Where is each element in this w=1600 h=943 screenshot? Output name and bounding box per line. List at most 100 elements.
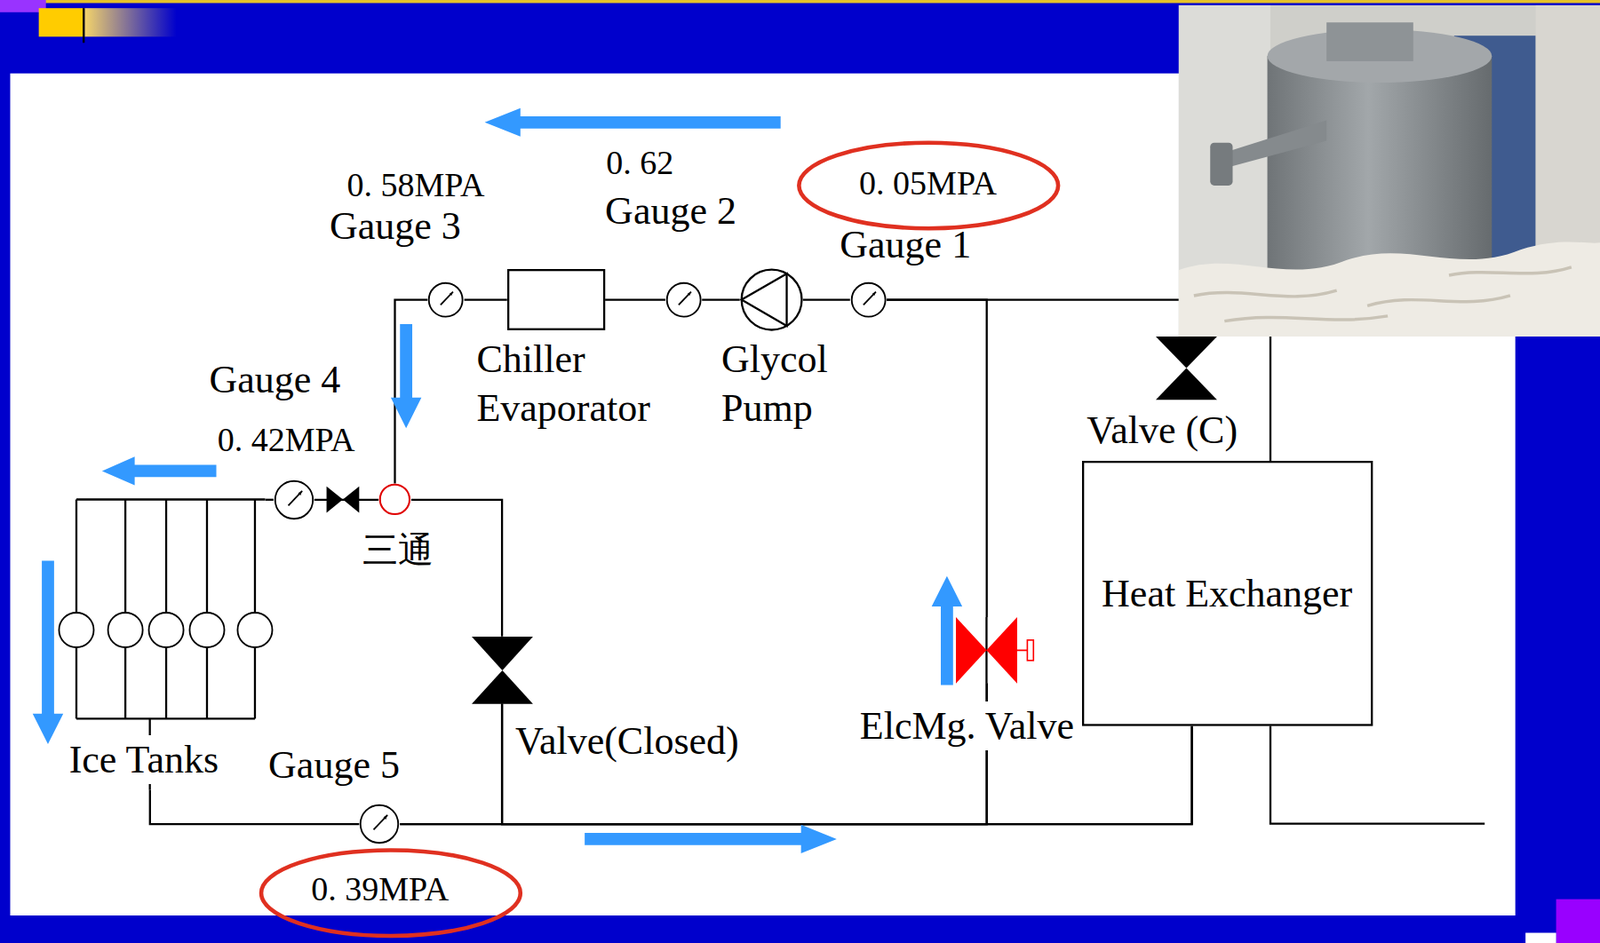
gauge-needle <box>374 815 389 831</box>
pressure-reading: 0. 42MPA <box>217 420 356 462</box>
ice-tank <box>238 612 273 648</box>
top-rule <box>0 0 1600 3</box>
tank-riser <box>206 500 208 720</box>
gauge-dial <box>429 283 463 318</box>
gauge-needle <box>863 292 876 306</box>
chiller-box: Chiller Evaporator <box>507 269 605 331</box>
valve-half <box>471 636 534 671</box>
gauge-label: Gauge 4 <box>208 355 341 405</box>
outlet-pipe <box>1270 725 1485 824</box>
gauge-label: Gauge 5 <box>268 740 400 790</box>
gauge-dial <box>360 805 399 844</box>
tee-junction-shape <box>378 483 412 517</box>
pressure-gauge-shape <box>850 281 887 319</box>
gauge-label: Gauge 3 <box>329 201 462 251</box>
valve-half <box>1155 368 1218 401</box>
highlight-ellipse <box>261 851 521 937</box>
pressure-gauge: Gauge 50. 39MPA <box>358 803 400 845</box>
valve-label: Valve (C) <box>1086 405 1238 455</box>
component-label: Chiller Evaporator <box>476 334 685 433</box>
gauge-dial <box>667 283 701 318</box>
highlight-ellipse <box>798 143 1059 229</box>
gauge-label: Gauge 2 <box>604 186 737 236</box>
valve-label: ElcMg. Valve <box>857 701 1077 751</box>
pressure-reading: 0. 39MPA <box>310 869 449 911</box>
ice-tank-bank: Ice Tanks <box>55 489 265 791</box>
pipe-line <box>150 790 359 825</box>
pressure-gauge: 0. 62Gauge 2 <box>665 281 702 319</box>
component-label: Glycol Pump <box>721 334 852 433</box>
pipe-line <box>604 299 666 302</box>
inline-valve <box>342 486 359 514</box>
valve-symbol-shape <box>471 636 534 705</box>
solenoid-valve: ElcMg. Valve <box>955 617 1036 685</box>
gauge-needle-tip <box>449 292 454 297</box>
flow-arrow <box>390 324 422 429</box>
gauge-needle <box>678 292 692 306</box>
manifold-pipe <box>76 499 265 502</box>
pressure-reading: 0. 05MPA <box>859 163 997 205</box>
chiller-box-shape <box>507 269 605 331</box>
tank-riser <box>124 500 127 720</box>
corner-square <box>1556 899 1600 943</box>
gauge-needle <box>287 491 303 507</box>
box-outline <box>508 270 605 330</box>
photo-insulation <box>1178 242 1600 337</box>
valve-half <box>955 617 987 685</box>
tee-junction: 三通 <box>378 483 412 517</box>
solenoid-valve-shape <box>955 617 1036 685</box>
flow-arrow <box>485 108 781 137</box>
tank-riser <box>165 500 168 720</box>
pump-symbol: Glycol Pump <box>740 268 804 332</box>
pipe-line <box>886 300 988 618</box>
pipe-line <box>464 299 508 302</box>
corner-square <box>39 7 86 37</box>
heat-exchanger-box: Heat Exchanger <box>1082 461 1373 727</box>
photo-wall <box>1178 5 1600 337</box>
tee-label: 三通 <box>362 528 434 572</box>
pressure-gauge: 0. 58MPAGauge 3 <box>427 281 464 319</box>
tank-riser <box>254 500 256 720</box>
flow-arrow <box>32 560 64 745</box>
pump-symbol-shape <box>740 268 804 332</box>
component-label: Heat Exchanger <box>1101 569 1353 619</box>
gauge-label: Gauge 1 <box>839 220 972 270</box>
pipe-line <box>803 299 851 302</box>
pipe-line <box>701 299 741 302</box>
gauge-needle-tip <box>383 815 389 820</box>
ice-tank <box>190 612 225 648</box>
photo-arm <box>1224 119 1327 168</box>
gauge-dial <box>851 283 886 318</box>
pressure-reading: 0. 58MPA <box>347 165 486 207</box>
pressure-gauge: 0. 05MPAGauge 1 <box>850 281 887 319</box>
photo-knob <box>1209 143 1233 186</box>
ice-tank <box>108 612 144 648</box>
corner-fade <box>84 7 176 37</box>
gauge-dial <box>275 481 313 519</box>
gauge-needle-tip <box>297 491 303 496</box>
box-outline <box>1082 461 1372 725</box>
flow-arrow <box>584 825 837 854</box>
photo-lid <box>1326 22 1414 62</box>
pressure-gauge-shape <box>427 281 464 319</box>
component-label: Ice Tanks <box>66 735 222 785</box>
pressure-gauge-shape <box>665 281 702 319</box>
pump-casing <box>740 270 802 331</box>
gauge-needle-tip <box>687 292 692 297</box>
pipe-line <box>265 499 274 502</box>
pressure-reading: 0. 62 <box>605 143 674 184</box>
tank-riser <box>75 500 78 720</box>
valve-symbol-shape <box>1155 336 1218 400</box>
actuator-head <box>1027 640 1035 661</box>
tee-circle <box>380 485 410 515</box>
ice-tank <box>149 612 184 648</box>
valve-half <box>471 670 534 705</box>
valve-half <box>1155 336 1218 369</box>
pump-impeller <box>740 273 787 327</box>
gauge-needle-tip <box>872 292 876 297</box>
photo-texture <box>1194 267 1572 322</box>
pressure-gauge: Gauge 40. 42MPA <box>273 479 315 521</box>
pressure-gauge-shape <box>273 479 315 521</box>
valve-symbol: Valve(Closed) <box>471 636 534 705</box>
pressure-gauge-shape <box>358 803 400 845</box>
